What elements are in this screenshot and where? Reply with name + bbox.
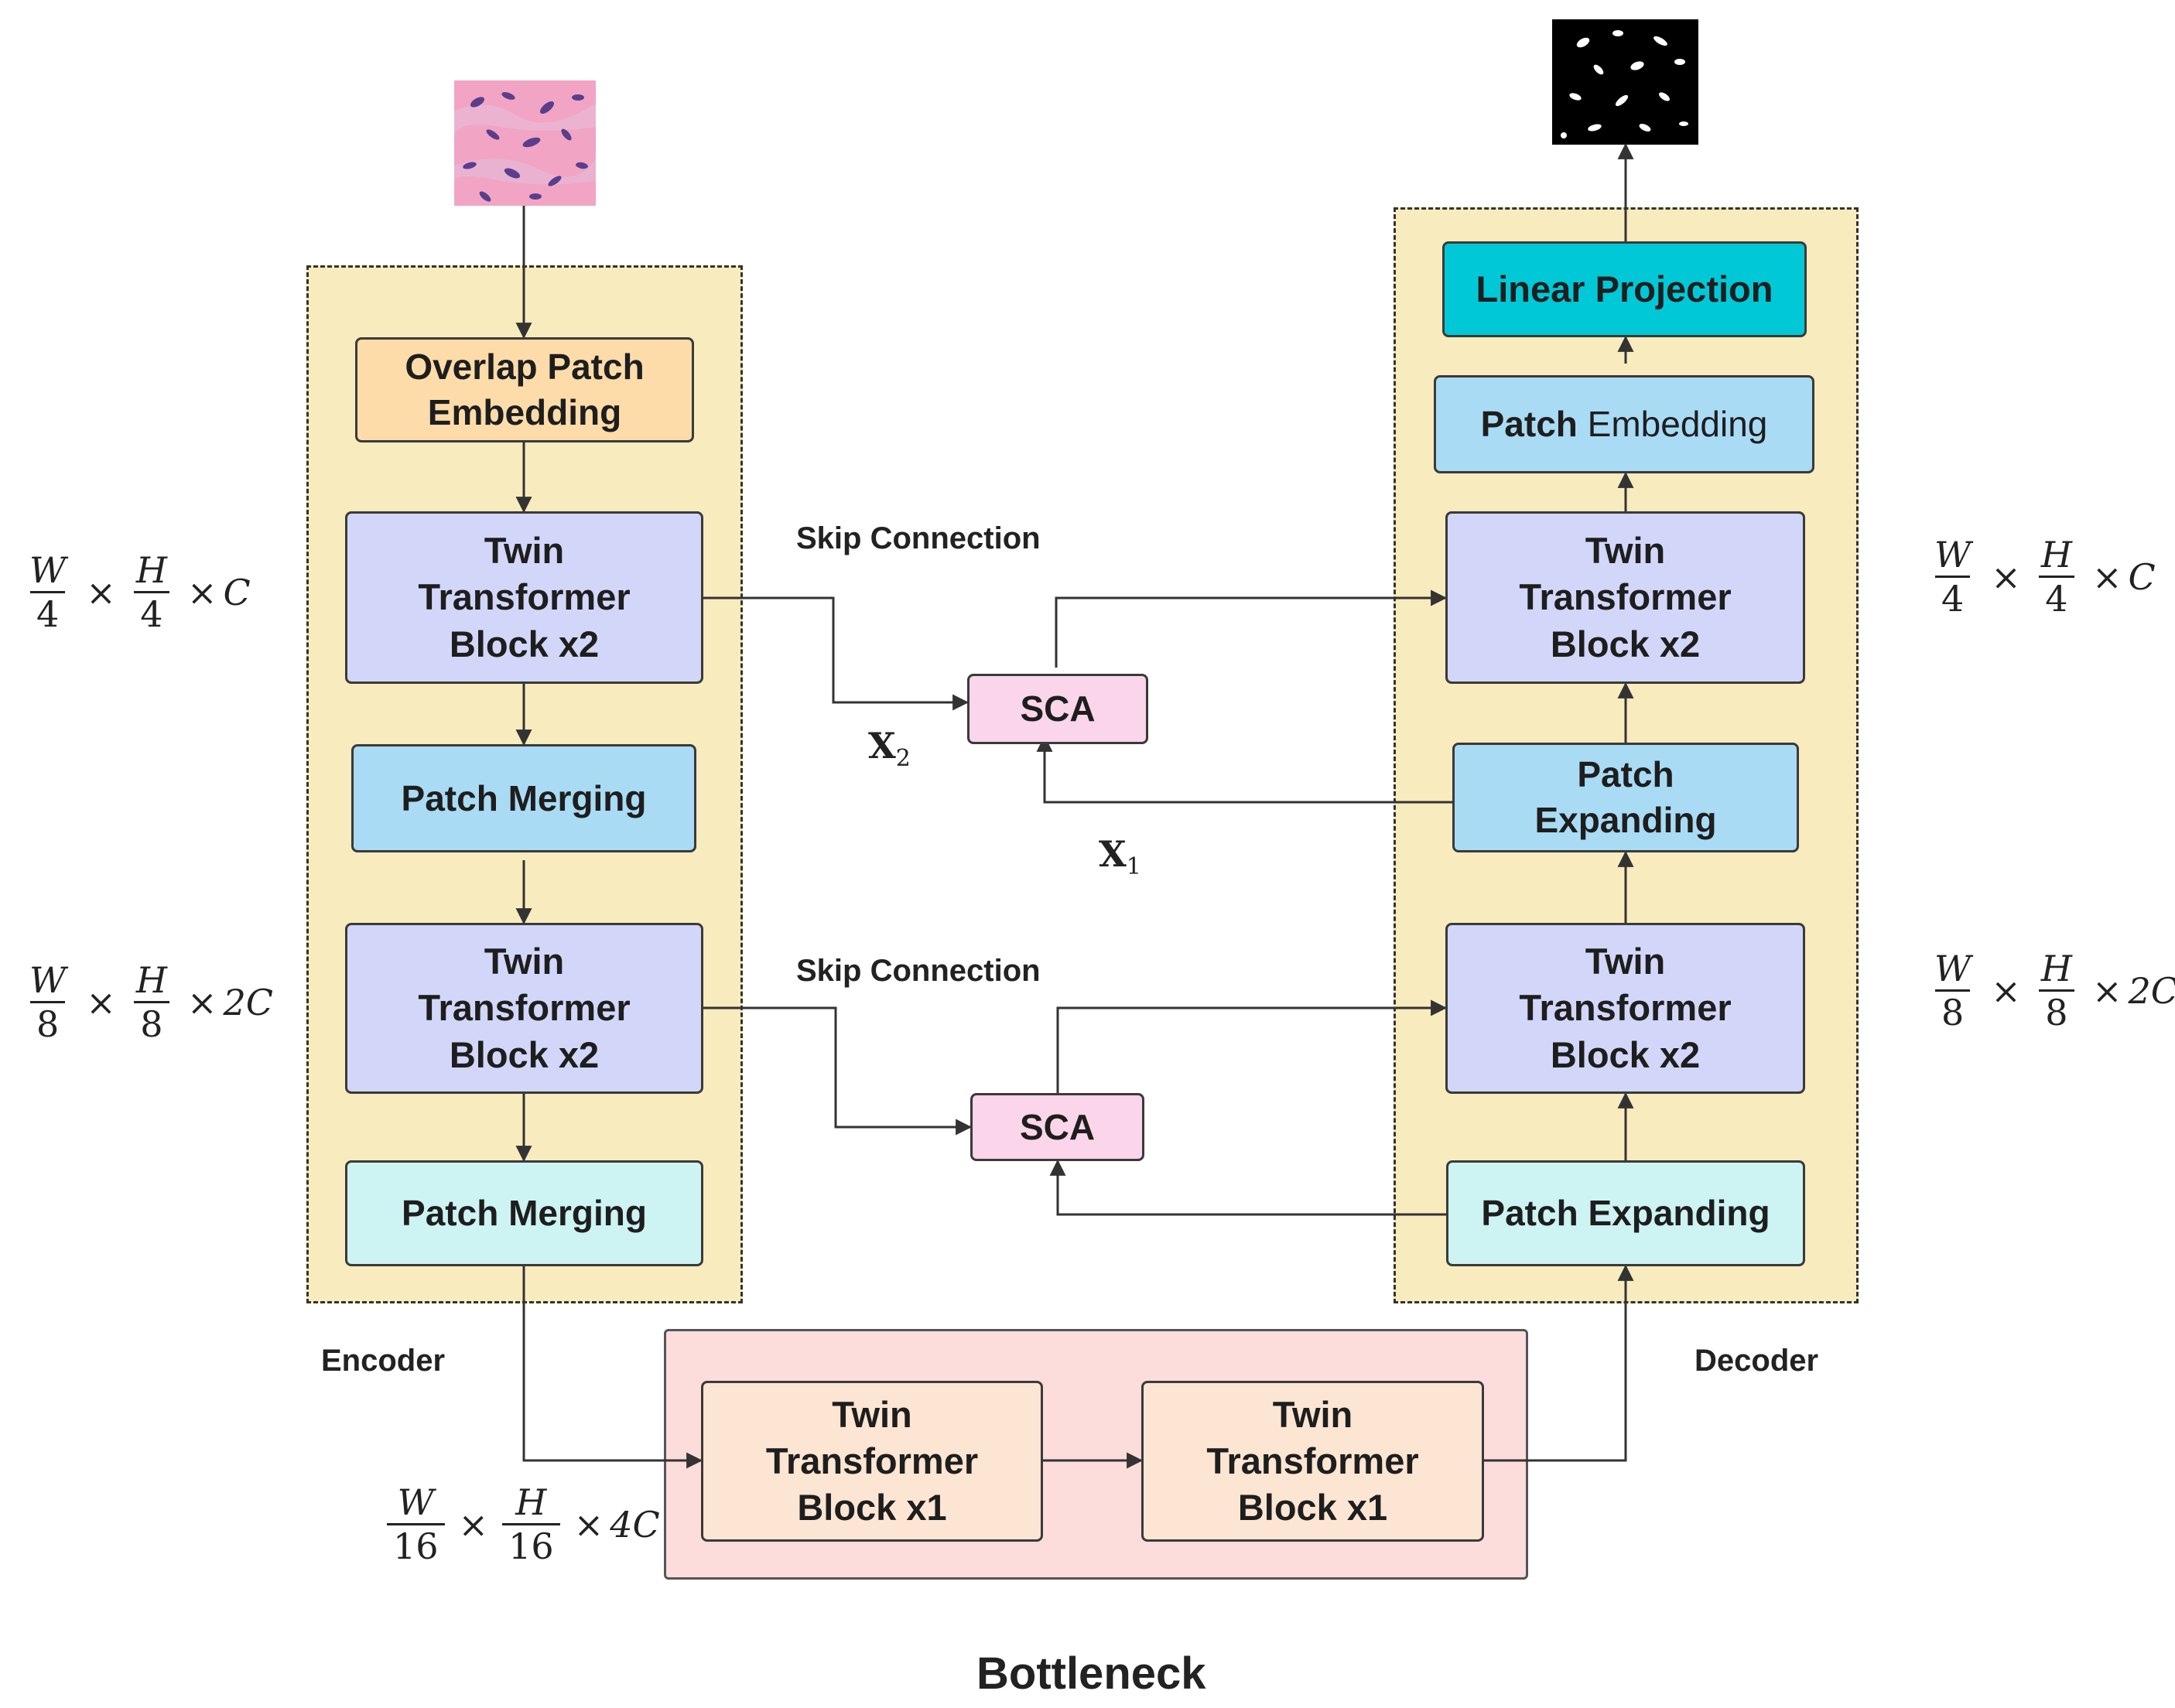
bottleneck-label: Bottleneck: [976, 1648, 1206, 1699]
times-sign: ×: [86, 571, 116, 613]
x2-letter: X: [868, 725, 896, 767]
times-sign: ×: [1991, 555, 2021, 598]
bottleneck-twin-transformer-block-1: Twin Transformer Block x1: [701, 1381, 1043, 1542]
input-histology-image: [454, 80, 596, 206]
times-sign: ×: [573, 1503, 604, 1546]
decoder-patch-embedding-block: Patch Embedding: [1434, 375, 1814, 473]
skip-connection-label-1: Skip Connection: [796, 521, 1041, 555]
decoder-twin-transformer-block-1: Twin Transformer Block x2: [1445, 511, 1805, 684]
channel-count: 2C: [2128, 969, 2175, 1012]
encoder-label: Encoder: [321, 1344, 446, 1378]
x1-label: X1: [1099, 833, 1141, 880]
encoder-twin-transformer-block-1: Twin Transformer Block x2: [345, 511, 703, 684]
linear-projection-block: Linear Projection: [1442, 241, 1807, 337]
decoder-label: Decoder: [1695, 1344, 1819, 1378]
encoder-patch-merging-1: Patch Merging: [351, 744, 696, 852]
x2-subscript: 2: [895, 745, 911, 773]
x2-label: X2: [868, 725, 911, 772]
bottleneck-twin-transformer-block-2: Twin Transformer Block x1: [1141, 1381, 1484, 1542]
channel-count: C: [223, 571, 251, 613]
times-sign: ×: [86, 981, 116, 1023]
channel-count: 2C: [223, 981, 273, 1023]
x1-letter: X: [1099, 833, 1127, 875]
channel-count: C: [2128, 555, 2156, 598]
sca-block-2: SCA: [970, 1093, 1144, 1161]
channel-count: 4C: [610, 1503, 660, 1546]
times-sign: ×: [186, 981, 217, 1023]
patch-embedding-regular-text: Embedding: [1577, 404, 1768, 445]
times-sign: ×: [186, 571, 217, 613]
decoder-twin-transformer-block-2: Twin Transformer Block x2: [1445, 923, 1805, 1094]
output-segmentation-mask: [1552, 19, 1698, 145]
decoder-patch-expanding-1: Patch Expanding: [1452, 743, 1799, 852]
times-sign: ×: [2091, 555, 2122, 598]
sca-block-1: SCA: [967, 674, 1148, 744]
encoder-twin-transformer-block-2: Twin Transformer Block x2: [345, 923, 703, 1094]
decoder-patch-expanding-2: Patch Expanding: [1446, 1160, 1805, 1266]
overlap-patch-embedding-block: Overlap Patch Embedding: [355, 337, 694, 442]
times-sign: ×: [2091, 969, 2122, 1012]
x1-subscript: 1: [1126, 853, 1141, 881]
encoder-patch-merging-2: Patch Merging: [345, 1160, 703, 1266]
skip-connection-label-2: Skip Connection: [796, 954, 1041, 988]
times-sign: ×: [1991, 969, 2021, 1012]
patch-embedding-bold-text: Patch: [1480, 404, 1578, 445]
times-sign: ×: [458, 1503, 489, 1546]
